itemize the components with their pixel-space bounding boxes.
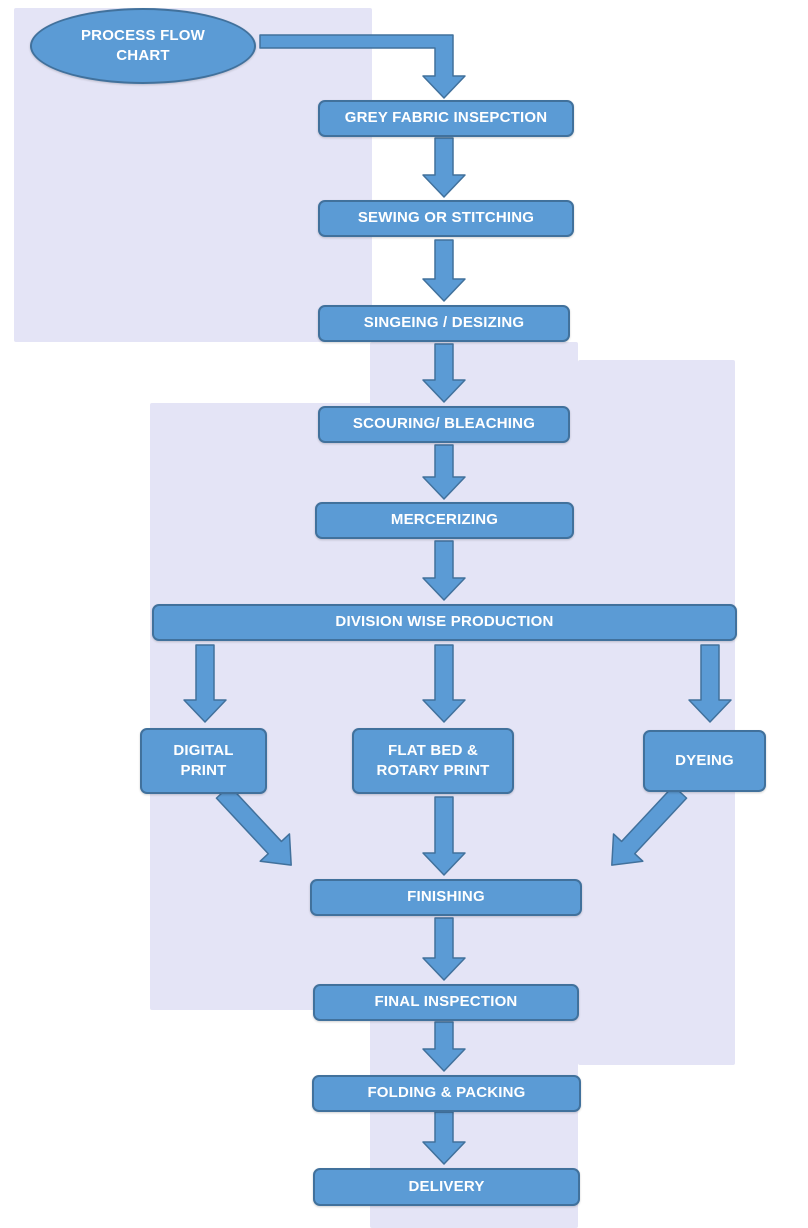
node-dyeing: DYEING: [643, 730, 766, 792]
start-node-label-line2: CHART: [116, 47, 170, 64]
node-finishing: FINISHING: [310, 879, 582, 916]
node-label: DELIVERY: [408, 1177, 485, 1195]
node-label: FINAL INSPECTION: [374, 993, 518, 1011]
node-final-inspection: FINAL INSPECTION: [313, 984, 579, 1021]
node-division-wise-production: DIVISION WISE PRODUCTION: [152, 604, 737, 641]
down-arrow-flat-bed-to-finishing: [422, 796, 466, 876]
node-grey-fabric-inspection: GREY FABRIC INSEPCTION: [318, 100, 574, 137]
down-arrow-division-to-digital-print: [183, 644, 227, 723]
node-label: FOLDING & PACKING: [367, 1084, 526, 1102]
down-arrow-mercerizing-to-division: [422, 540, 466, 601]
node-label: GREY FABRIC INSEPCTION: [344, 109, 548, 127]
elbow-arrow-start-to-grey-fabric-inspection: [259, 34, 466, 99]
node-label: MERCERIZING: [390, 511, 499, 529]
down-arrow-division-to-flat-bed: [422, 644, 466, 723]
node-sewing-or-stitching: SEWING OR STITCHING: [318, 200, 574, 237]
node-flat-bed-rotary-print: FLAT BED & ROTARY PRINT: [352, 728, 514, 794]
node-label: DYEING: [675, 751, 734, 769]
node-delivery: DELIVERY: [313, 1168, 580, 1206]
down-arrow-singeing-to-scouring: [422, 343, 466, 403]
diagonal-arrow-digital-print-to-finishing: [215, 785, 292, 866]
down-arrow-folding-to-delivery: [422, 1111, 466, 1165]
down-arrow-division-to-dyeing: [688, 644, 732, 723]
node-digital-print: DIGITAL PRINT: [140, 728, 267, 794]
node-label-line1: DIGITAL: [173, 741, 234, 759]
down-arrow-scouring-to-mercerizing: [422, 444, 466, 500]
start-node-process-flow-chart: PROCESS FLOW CHART: [30, 8, 256, 84]
node-label: FINISHING: [407, 888, 485, 906]
start-node-label-line1: PROCESS FLOW: [80, 26, 206, 44]
node-folding-packing: FOLDING & PACKING: [312, 1075, 581, 1112]
node-scouring-bleaching: SCOURING/ BLEACHING: [318, 406, 570, 443]
node-label: SEWING OR STITCHING: [357, 209, 535, 227]
node-label: SINGEING / DESIZING: [363, 314, 525, 332]
down-arrow-final-inspection-to-folding: [422, 1021, 466, 1072]
down-arrow-sewing-to-singeing: [422, 239, 466, 302]
down-arrow-grey-to-sewing: [422, 137, 466, 198]
diagonal-arrow-dyeing-to-finishing: [611, 785, 688, 866]
node-label-line2: PRINT: [180, 762, 227, 779]
node-singeing-desizing: SINGEING / DESIZING: [318, 305, 570, 342]
node-label: DIVISION WISE PRODUCTION: [335, 613, 554, 631]
down-arrow-finishing-to-final-inspection: [422, 917, 466, 981]
node-label-line2: ROTARY PRINT: [376, 762, 490, 779]
node-mercerizing: MERCERIZING: [315, 502, 574, 539]
node-label-line1: FLAT BED &: [387, 741, 479, 759]
node-label: SCOURING/ BLEACHING: [352, 415, 536, 433]
